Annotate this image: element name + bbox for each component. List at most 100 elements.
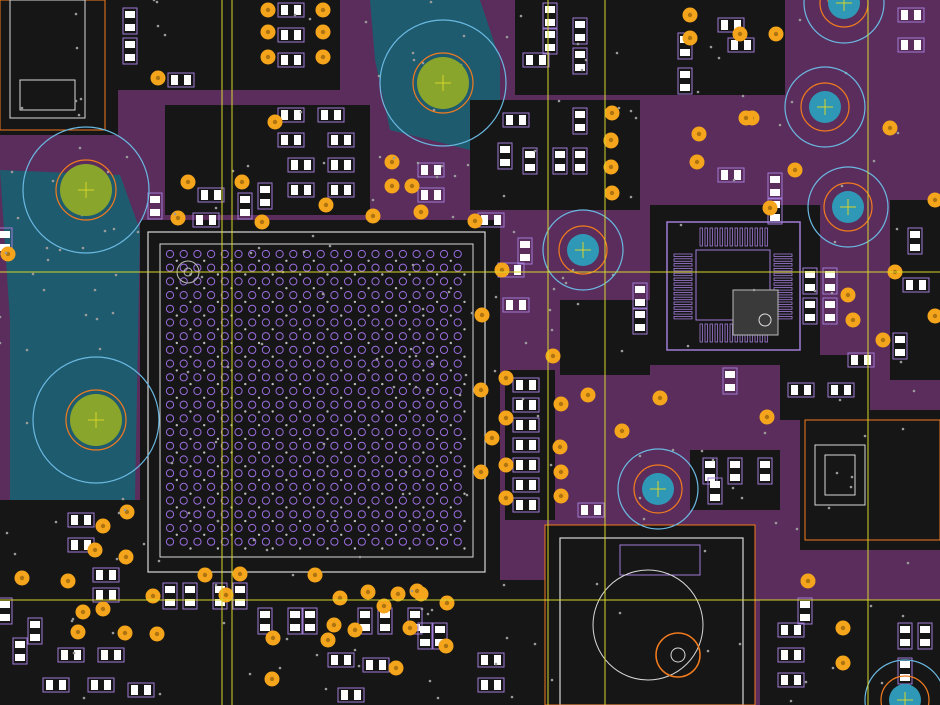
top-left-component[interactable] xyxy=(0,0,106,131)
passive-pad xyxy=(800,614,810,621)
bga-ball xyxy=(220,496,229,505)
bga-ball xyxy=(439,428,449,437)
bga-via-dot xyxy=(271,492,274,495)
mounting-hole[interactable] xyxy=(379,19,507,147)
via-ring xyxy=(402,620,418,636)
bga-ball xyxy=(220,428,229,437)
bga-ball xyxy=(412,496,421,505)
passive-pad xyxy=(125,41,135,48)
bga-ball xyxy=(193,455,202,464)
bga-ball xyxy=(193,441,202,450)
bga-via-dot xyxy=(298,355,302,358)
via-ring xyxy=(254,214,270,230)
via xyxy=(768,26,784,42)
passive-pad xyxy=(344,160,351,170)
mounting-hole[interactable] xyxy=(32,356,160,484)
bga-ball xyxy=(344,455,353,464)
passive-pad xyxy=(805,271,815,278)
passive-pad xyxy=(125,11,135,18)
bga-ball xyxy=(220,386,229,396)
bga-via-dot xyxy=(408,492,411,495)
bga-ball xyxy=(302,523,312,533)
via-hole xyxy=(558,469,564,475)
bga-ball xyxy=(302,469,312,478)
mounting-hole[interactable] xyxy=(784,66,866,148)
test-point xyxy=(82,696,86,700)
bga-via-dot xyxy=(463,519,466,523)
bga-ball xyxy=(412,441,421,450)
via xyxy=(365,208,381,224)
bga-ball xyxy=(412,277,421,286)
bga-ball xyxy=(207,496,216,505)
test-point xyxy=(550,328,554,332)
bga-via-dot xyxy=(422,396,425,399)
qfn-pin xyxy=(744,227,748,247)
bga-ball xyxy=(330,428,339,437)
bga-ball xyxy=(207,345,216,354)
qfn-component[interactable] xyxy=(666,221,801,351)
bga-ball xyxy=(316,510,325,519)
mounting-hole[interactable] xyxy=(542,209,624,291)
bga-ball xyxy=(385,414,394,423)
bga-via-dot xyxy=(216,273,220,276)
test-point xyxy=(576,42,580,46)
bga-via-dot xyxy=(340,341,343,345)
test-point xyxy=(524,341,528,345)
passive-pad xyxy=(354,690,361,700)
mounting-hole[interactable] xyxy=(22,126,150,254)
bga-via-dot xyxy=(463,355,466,358)
passive-component xyxy=(572,147,588,175)
bga-ball xyxy=(193,304,202,313)
bottom-connector[interactable] xyxy=(544,524,756,705)
bga-ball xyxy=(412,523,421,533)
bga-via-dot xyxy=(340,287,343,290)
via xyxy=(553,464,569,480)
qfn-pin xyxy=(673,272,693,277)
passive-pad xyxy=(575,64,585,71)
bga-ball xyxy=(330,373,339,382)
bga-via-dot xyxy=(353,437,357,441)
bga-ball xyxy=(330,386,339,396)
bga-ball xyxy=(193,469,202,478)
top-left-outline xyxy=(0,0,106,131)
passive-pad xyxy=(725,371,735,378)
via xyxy=(75,604,91,620)
via-hole xyxy=(185,179,191,185)
test-point xyxy=(494,662,498,666)
passive-outline xyxy=(287,182,315,198)
connector-orange-frame xyxy=(544,524,756,705)
bga-ball xyxy=(234,249,243,259)
bga-ball xyxy=(302,400,312,409)
bga-via-dot xyxy=(326,382,329,386)
via-hole xyxy=(320,54,326,60)
mounting-hole[interactable] xyxy=(807,166,889,248)
bga-ball xyxy=(289,537,298,546)
passive-component xyxy=(717,167,745,183)
right-component[interactable] xyxy=(804,419,940,541)
bga-ball xyxy=(357,332,366,341)
passive-component xyxy=(167,72,195,88)
test-point xyxy=(156,24,160,28)
bga-ball xyxy=(289,482,298,491)
bga-ball xyxy=(165,277,175,286)
via-ring xyxy=(835,620,851,636)
bga-via-dot xyxy=(189,300,192,304)
mounting-hole[interactable] xyxy=(617,448,699,530)
bga-component[interactable] xyxy=(147,231,486,573)
test-point xyxy=(732,178,736,182)
passive-pad xyxy=(434,190,441,200)
bga-ball xyxy=(330,441,339,450)
bga-ball xyxy=(220,537,229,546)
bga-ball xyxy=(207,455,216,464)
test-point xyxy=(70,619,74,623)
bga-ball xyxy=(357,400,366,409)
mounting-hole[interactable] xyxy=(864,659,940,705)
bga-ball xyxy=(193,386,202,396)
passive-outline xyxy=(92,587,120,603)
test-point xyxy=(550,678,554,682)
bga-ball xyxy=(179,537,188,546)
mounting-holes[interactable] xyxy=(22,0,940,705)
via xyxy=(95,601,111,617)
test-point xyxy=(615,51,619,55)
